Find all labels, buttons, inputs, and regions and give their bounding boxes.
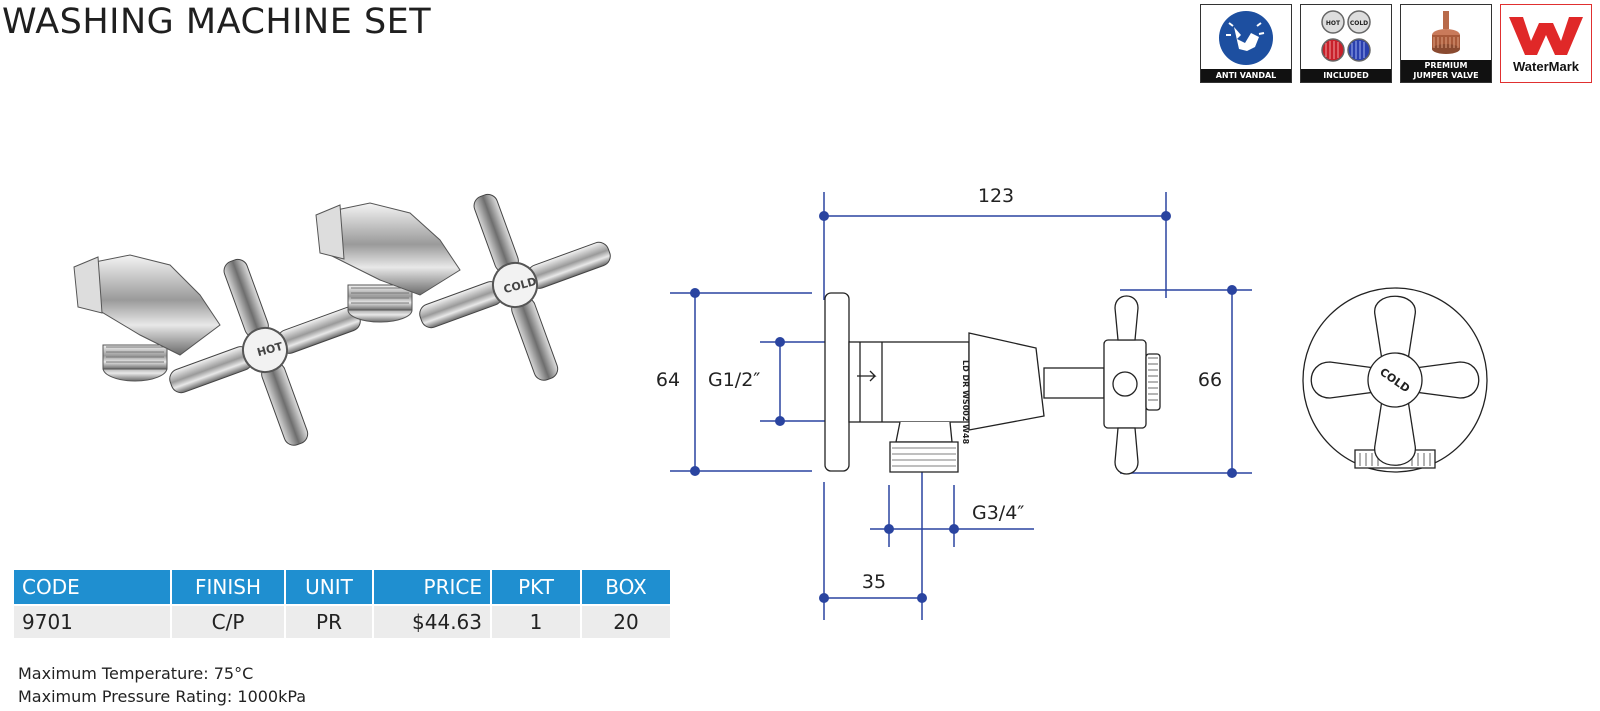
anti-vandal-label: ANTI VANDAL <box>1201 69 1291 82</box>
handle-caps-icon: HOT COLD <box>1321 10 1371 62</box>
max-pressure-note: Maximum Pressure Rating: 1000kPa <box>18 687 307 706</box>
cell-code: 9701 <box>14 606 170 638</box>
watermark-label: WaterMark <box>1513 59 1579 74</box>
dimension-node <box>690 466 700 476</box>
cold-tap-illustration: COLD <box>315 193 611 381</box>
product-photo: HOT COLD <box>73 193 611 446</box>
watermark-badge: WaterMark <box>1500 4 1592 83</box>
included-badge: HOT COLD INCLUDED <box>1300 4 1392 83</box>
front-view: COLD <box>1302 287 1488 473</box>
spec-notes: Maximum Temperature: 75°C Maximum Pressu… <box>18 662 306 708</box>
dimension-node <box>917 593 927 603</box>
dimension-node <box>775 337 785 347</box>
inlet-thread-label: G1/2″ <box>708 369 760 391</box>
cell-pkt: 1 <box>492 606 580 638</box>
hot-tap-illustration: HOT <box>73 254 361 446</box>
dimension-node <box>884 524 894 534</box>
cell-finish: C/P <box>172 606 284 638</box>
table-row: 9701 C/P PR $44.63 1 20 <box>14 606 670 638</box>
watermark-logo-icon <box>1509 17 1583 55</box>
column-header-unit: UNIT <box>286 570 372 604</box>
right-height-dimension: 66 <box>1198 369 1222 391</box>
column-header-finish: FINISH <box>172 570 284 604</box>
column-header-code: CODE <box>14 570 170 604</box>
dimension-node <box>1227 468 1237 478</box>
feature-badges: ANTI VANDAL HOT COLD INCLUDED PREMIUM JU… <box>1200 4 1592 83</box>
left-height-dimension: 64 <box>656 369 680 391</box>
depth-dimension: 35 <box>862 571 886 593</box>
dimension-node <box>775 416 785 426</box>
cell-box: 20 <box>582 606 670 638</box>
included-label: INCLUDED <box>1301 69 1391 82</box>
premium-label: PREMIUM JUMPER VALVE <box>1401 60 1491 82</box>
dimension-node <box>690 288 700 298</box>
side-view: LD DR WS002 W48 <box>824 292 1161 475</box>
technical-drawing: LD DR WS002 W48 COLD 123 64 G1/2″ 66 G3/… <box>656 185 1488 620</box>
anti-vandal-icon <box>1219 11 1273 65</box>
column-header-price: PRICE <box>374 570 490 604</box>
cold-chip-label: COLD <box>1350 20 1368 27</box>
column-header-pkt: PKT <box>492 570 580 604</box>
body-marking: LD DR WS002 W48 <box>961 360 970 445</box>
cell-unit: PR <box>286 606 372 638</box>
table-header-row: CODE FINISH UNIT PRICE PKT BOX <box>14 570 670 604</box>
premium-label-line2: JUMPER VALVE <box>1413 71 1479 80</box>
column-header-box: BOX <box>582 570 670 604</box>
dimension-node <box>1161 211 1171 221</box>
jumper-valve-icon <box>1432 11 1460 54</box>
dimension-node <box>1227 285 1237 295</box>
anti-vandal-badge: ANTI VANDAL <box>1200 4 1292 83</box>
width-dimension: 123 <box>978 185 1014 207</box>
premium-label-line1: PREMIUM <box>1424 61 1468 70</box>
page-title: WASHING MACHINE SET <box>2 2 432 42</box>
dimension-node <box>819 211 829 221</box>
cell-price: $44.63 <box>374 606 490 638</box>
hot-chip-label: HOT <box>1326 20 1341 27</box>
premium-jumper-badge: PREMIUM JUMPER VALVE <box>1400 4 1492 83</box>
spec-table: CODE FINISH UNIT PRICE PKT BOX 9701 C/P … <box>12 568 672 640</box>
outlet-thread-label: G3/4″ <box>972 502 1024 524</box>
dimension-node <box>949 524 959 534</box>
max-temperature-note: Maximum Temperature: 75°C <box>18 664 254 683</box>
dimension-node <box>819 593 829 603</box>
